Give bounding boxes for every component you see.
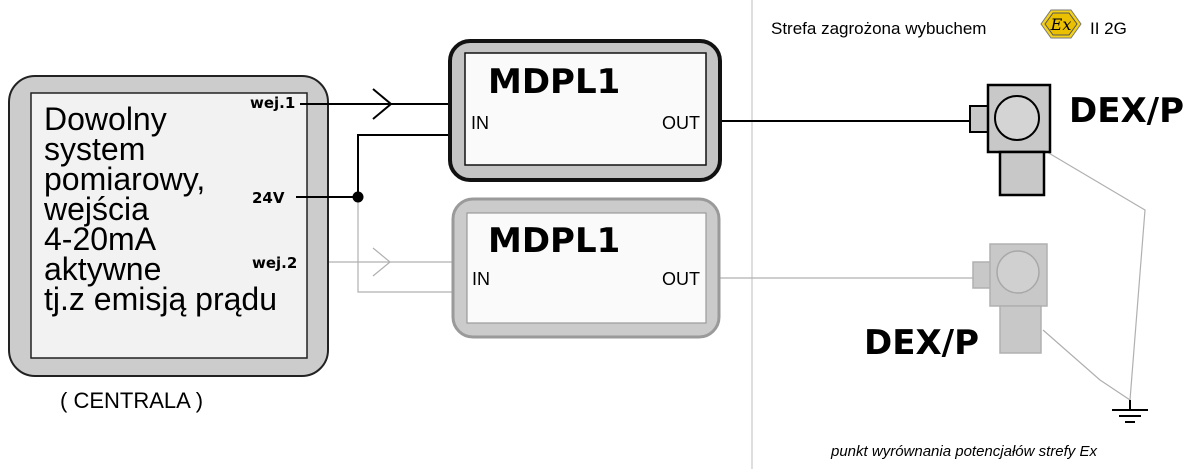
detector1-icon: [969, 83, 1052, 197]
module1-in-label: IN: [471, 113, 489, 133]
central-port-in1: wej.1: [250, 94, 295, 112]
module1-inner-panel: [464, 52, 707, 166]
central-desc-line: wejścia: [43, 191, 149, 227]
central-caption: ( CENTRALA ): [60, 388, 203, 413]
central-desc-line: pomiarowy,: [44, 161, 205, 197]
module2-title: MDPL1: [488, 221, 620, 261]
module1-title: MDPL1: [488, 62, 620, 102]
central-desc-line: system: [44, 131, 145, 167]
central-port-24v: 24V: [252, 189, 285, 207]
ground-label: punkt wyrównania potencjałów strefy Ex: [830, 443, 1097, 460]
central-desc-line: tj.z emisją prądu: [44, 281, 277, 317]
module1-out-label: OUT: [662, 113, 700, 133]
central-desc-line: 4-20mA: [44, 221, 157, 257]
module2-in-label: IN: [472, 269, 490, 289]
ground-icon: [1112, 400, 1148, 423]
central-port-in2: wej.2: [252, 254, 297, 272]
junction-dot: [352, 191, 364, 203]
zone-label: Strefa zagrożona wybuchem: [771, 19, 986, 38]
ex-hazard-icon: Ex: [1040, 9, 1082, 39]
central-desc-line: Dowolny: [44, 101, 167, 137]
ex-symbol-text: Ex: [1050, 15, 1072, 34]
detector1-label: DEX/P: [1069, 91, 1184, 131]
detector2-icon: [972, 243, 1048, 354]
central-desc-line: aktywne: [44, 251, 161, 287]
zone-category: II 2G: [1090, 19, 1127, 38]
active-wiring: [296, 88, 975, 198]
module2-out-label: OUT: [662, 269, 700, 289]
module2-inner-panel: [466, 212, 707, 324]
detector2-label: DEX/P: [864, 323, 979, 363]
central-description: Dowolny system pomiarowy, wejścia 4-20mA…: [43, 101, 277, 317]
central-inner-panel: [30, 92, 308, 359]
